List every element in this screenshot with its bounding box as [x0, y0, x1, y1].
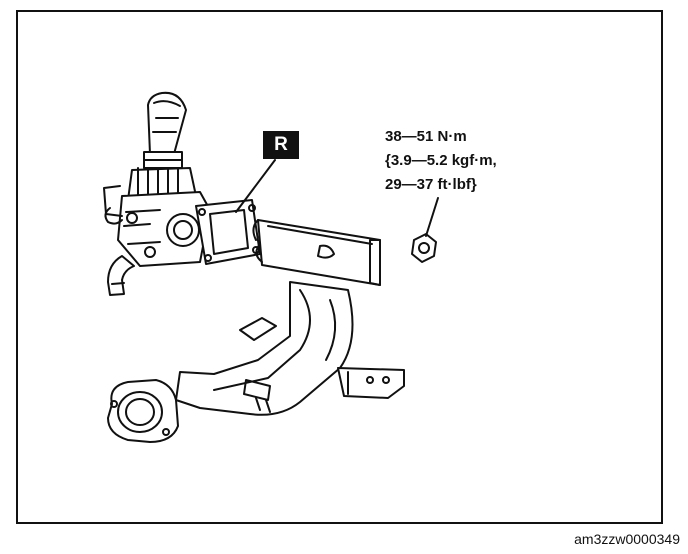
hex-nut-icon — [411, 233, 437, 263]
nut-leader-line — [425, 197, 439, 237]
egr-tube — [252, 219, 381, 286]
torque-line-kgfm: {3.9—5.2 kgf·m, — [385, 152, 497, 169]
figure-code: am3zzw0000349 — [574, 531, 680, 547]
mounting-bracket — [337, 367, 405, 399]
reassembly-badge: R — [263, 131, 299, 159]
torque-line-nm: 38—51 N·m — [385, 128, 467, 145]
lower-hose — [107, 255, 135, 296]
badge-leader-line — [235, 159, 276, 213]
valve-body — [103, 167, 211, 267]
pipe-flange — [107, 379, 179, 443]
torque-spec: 38—51 N·m {3.9—5.2 kgf·m, 29—37 ft·lbf} — [385, 125, 497, 197]
exhaust-pipe — [175, 281, 354, 416]
gasket-plate — [195, 199, 261, 265]
torque-line-ftlbf: 29—37 ft·lbf} — [385, 176, 477, 193]
upper-hose — [143, 91, 187, 169]
